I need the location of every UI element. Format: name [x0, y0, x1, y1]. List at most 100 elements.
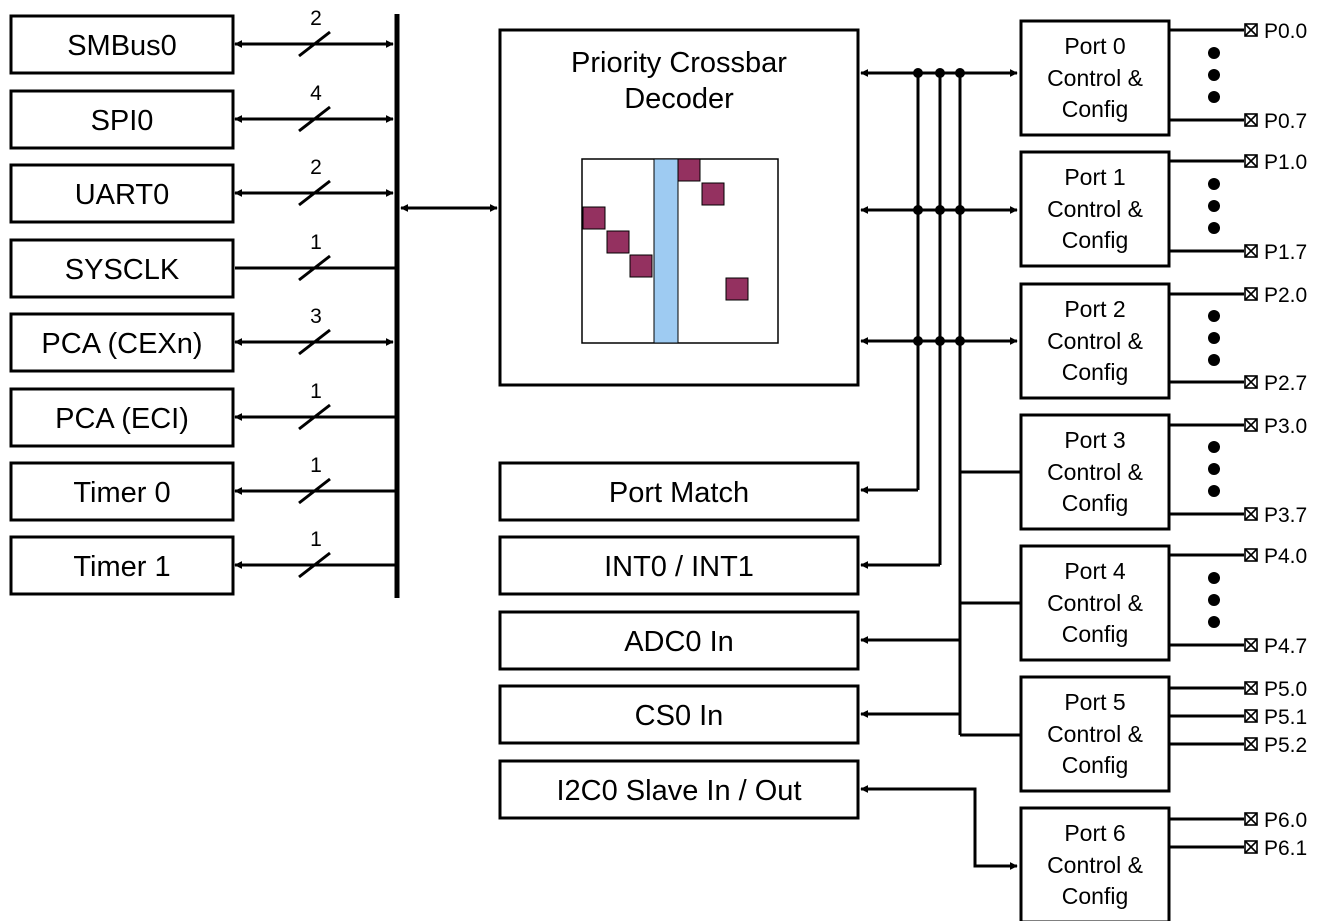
function-block-port-match: Port Match: [498, 461, 860, 522]
port-subtitle: Config: [1062, 96, 1128, 122]
signal-count: 1: [310, 380, 322, 403]
pin-marker-icon: [1244, 375, 1258, 389]
function-label: ADC0 In: [624, 626, 734, 658]
port-block-5: Port 5 Control & Config: [1019, 675, 1171, 793]
port-subtitle: Control &: [1047, 65, 1143, 91]
peripheral-label: SPI0: [91, 105, 154, 137]
pin-ellipsis-icon: [1208, 572, 1220, 628]
signal-count: 4: [310, 82, 322, 105]
pin-marker-icon: [1244, 812, 1258, 826]
function-label: INT0 / INT1: [604, 551, 754, 583]
function-label: CS0 In: [635, 700, 724, 732]
pin-marker-icon: [1244, 418, 1258, 432]
signal-count: 1: [310, 231, 322, 254]
port-block-1: Port 1 Control & Config: [1019, 150, 1171, 268]
pin-label: P3.7: [1264, 504, 1307, 527]
junction-dot: [955, 336, 965, 346]
peripheral-label: SMBus0: [67, 30, 177, 62]
port-subtitle: Control &: [1047, 721, 1143, 747]
i2c0-port6-connection: [860, 785, 1018, 870]
signal-count: 1: [310, 454, 322, 477]
function-block-int0-int1: INT0 / INT1: [498, 535, 860, 596]
bus-width-slash: [298, 254, 331, 282]
pin-label: P0.0: [1264, 20, 1307, 43]
pin-marker-icon: [1244, 638, 1258, 652]
junction-dot: [913, 205, 923, 215]
port-subtitle: Config: [1062, 752, 1128, 778]
junction-dot: [913, 68, 923, 78]
pin-label: P6.1: [1264, 837, 1307, 860]
peripheral-block-spi0: SPI0: [9, 89, 235, 150]
peripheral-label: PCA (ECI): [55, 403, 189, 435]
port-subtitle: Config: [1062, 621, 1128, 647]
pin-label: P5.2: [1264, 734, 1307, 757]
pin-label: P6.0: [1264, 809, 1307, 832]
pin-label: P5.1: [1264, 706, 1307, 729]
port-subtitle: Config: [1062, 883, 1128, 909]
crossbar-matrix-icon: [581, 158, 779, 344]
port-title: Port 3: [1064, 427, 1125, 453]
pin-label: P1.0: [1264, 151, 1307, 174]
junction-dot: [913, 336, 923, 346]
port-subtitle: Config: [1062, 227, 1128, 253]
junction-dot: [935, 336, 945, 346]
peripheral-block-pca-cexn: PCA (CEXn): [9, 312, 235, 373]
function-block-cs0-in: CS0 In: [498, 684, 860, 745]
bus-width-slash: [298, 551, 331, 579]
pin-marker-icon: [1244, 681, 1258, 695]
port-subtitle: Config: [1062, 359, 1128, 385]
peripheral-block-pca-eci: PCA (ECI): [9, 387, 235, 448]
function-block-adc0-in: ADC0 In: [498, 610, 860, 671]
port-block-0: Port 0 Control & Config: [1019, 19, 1171, 137]
port-subtitle: Config: [1062, 490, 1128, 516]
pin-marker-icon: [1244, 840, 1258, 854]
junction-dot: [935, 205, 945, 215]
port-block-4: Port 4 Control & Config: [1019, 544, 1171, 662]
crossbar-decoder-block: Priority Crossbar Decoder: [498, 28, 860, 387]
peripheral-block-timer0: Timer 0: [9, 461, 235, 522]
pin-marker-icon: [1244, 244, 1258, 258]
peripheral-label: Timer 0: [73, 477, 170, 509]
signal-count: 2: [310, 156, 322, 179]
peripheral-label: Timer 1: [73, 551, 170, 583]
pin-label: P4.0: [1264, 545, 1307, 568]
port-subtitle: Control &: [1047, 852, 1143, 878]
pin-ellipsis-icon: [1208, 178, 1220, 234]
pin-marker-icon: [1244, 737, 1258, 751]
port-title: Port 1: [1064, 164, 1125, 190]
pin-marker-icon: [1244, 507, 1258, 521]
port-title: Port 2: [1064, 296, 1125, 322]
port-block-3: Port 3 Control & Config: [1019, 413, 1171, 531]
bus-width-slash: [298, 403, 331, 431]
junction-dot: [955, 68, 965, 78]
signal-count: 3: [310, 305, 322, 328]
bus-width-slash: [298, 30, 331, 58]
port-block-2: Port 2 Control & Config: [1019, 282, 1171, 400]
pin-marker-icon: [1244, 548, 1258, 562]
peripheral-block-uart0: UART0: [9, 163, 235, 224]
pin-label: P2.0: [1264, 284, 1307, 307]
crossbar-title-line1: Priority Crossbar: [571, 47, 787, 79]
bus-width-slash: [298, 105, 331, 133]
pin-label: P5.0: [1264, 678, 1307, 701]
pin-label: P4.7: [1264, 635, 1307, 658]
pin-label: P1.7: [1264, 241, 1307, 264]
peripheral-block-sysclk: SYSCLK: [9, 238, 235, 299]
pin-marker-icon: [1244, 709, 1258, 723]
port-title: Port 0: [1064, 33, 1125, 59]
peripheral-label: UART0: [75, 179, 170, 211]
port-subtitle: Control &: [1047, 328, 1143, 354]
peripheral-label: SYSCLK: [65, 254, 180, 286]
pin-label: P0.7: [1264, 110, 1307, 133]
port-title: Port 5: [1064, 689, 1125, 715]
pin-ellipsis-icon: [1208, 441, 1220, 497]
pin-marker-icon: [1244, 113, 1258, 127]
pin-ellipsis-icon: [1208, 310, 1220, 366]
signal-count: 1: [310, 528, 322, 551]
crossbar-title-line2: Decoder: [624, 83, 734, 115]
bus-width-slash: [298, 477, 331, 505]
pin-ellipsis-icon: [1208, 47, 1220, 103]
function-block-i2c0-slave: I2C0 Slave In / Out: [498, 759, 860, 820]
peripheral-label: PCA (CEXn): [41, 328, 202, 360]
